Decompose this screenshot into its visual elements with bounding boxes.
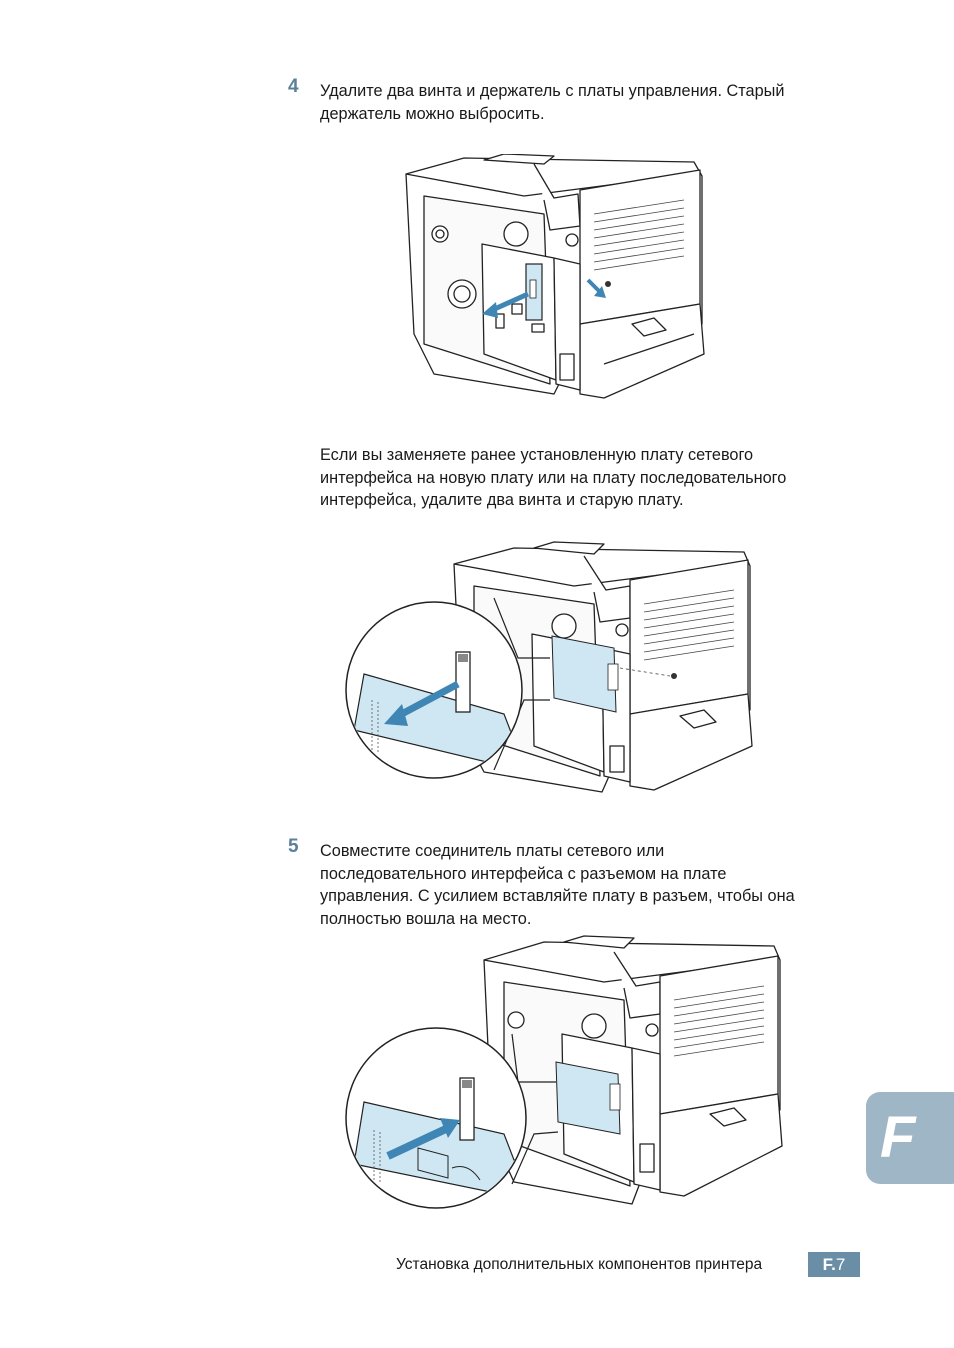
step-5-text: Совместите соединитель платы сетевого ил…	[320, 840, 860, 930]
replace-card-note: Если вы заменяете ранее установленную пл…	[320, 444, 860, 512]
chapter-tab	[866, 1092, 954, 1184]
step-number-5: 5	[288, 836, 299, 857]
chapter-tab-letter: F	[880, 1105, 916, 1170]
text-line: интерфейса, удалите два винта и старую п…	[320, 491, 684, 509]
text-line: полностью вошла на место.	[320, 909, 532, 928]
page-number: 7	[835, 1255, 846, 1274]
text-line: Если вы заменяете ранее установленную пл…	[320, 446, 754, 464]
step-4-text: Удалите два винта и держатель с платы уп…	[320, 80, 860, 125]
printer-illustration-insert-card	[345, 935, 783, 1209]
page-number-badge: F.7	[808, 1252, 860, 1277]
text-line: держатель можно выбросить.	[320, 104, 545, 123]
printer-illustration-remove-holder	[405, 154, 705, 399]
step-number-4: 4	[288, 76, 299, 97]
text-line: Совместите соединитель платы сетевого ил…	[320, 842, 665, 860]
page-prefix: F.	[822, 1255, 836, 1274]
text-line: последовательного интерфейса с разъемом …	[320, 864, 727, 883]
printer-illustration-remove-card	[345, 541, 753, 793]
text-line: управления. С усилием вставляйте плату в…	[320, 887, 795, 905]
text-line: интерфейса на новую плату или на плату п…	[320, 468, 787, 487]
text-line: Удалите два винта и держатель с платы уп…	[320, 82, 785, 100]
footer-chapter-title: Установка дополнительных компонентов при…	[396, 1256, 763, 1273]
